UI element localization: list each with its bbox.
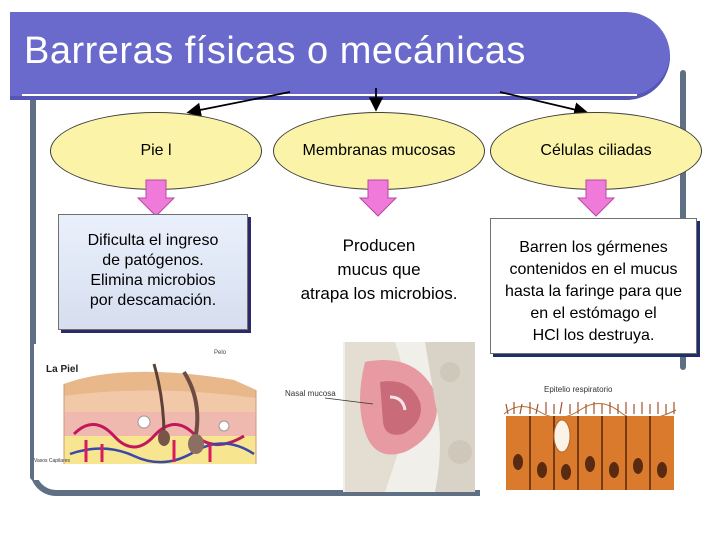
description-celulas: Barren los gérmenes contenidos en el muc…: [490, 218, 697, 354]
skin-label-hair: Pelo: [214, 350, 227, 356]
description-line: Elimina microbios: [90, 272, 216, 289]
skin-label-vessels: Vasos Capilares: [34, 458, 71, 464]
ciliated-epithelium-illustration: Epitelio respiratorio: [500, 380, 680, 492]
title-underline: [22, 94, 637, 96]
slide-frame-bottom: [30, 470, 480, 496]
nasal-mucosa-illustration: Nasal mucosa: [285, 342, 475, 492]
title-bar: [10, 12, 670, 100]
heading-celulas-ciliadas: Células ciliadas: [490, 112, 702, 190]
heading-pie: Pie l: [50, 112, 262, 190]
skin-illustration: La Piel Pelo Vasos Capilares: [34, 344, 266, 480]
description-line: Dificulta el ingreso: [87, 232, 219, 249]
nasal-label: Nasal mucosa: [285, 389, 336, 398]
description-line: atrapa los microbios.: [300, 284, 458, 303]
description-line: HCl los destruya.: [532, 327, 655, 344]
heading-membranas-mucosas: Membranas mucosas: [273, 112, 485, 190]
description-line: hasta la faringe para que: [504, 283, 682, 300]
skin-title: La Piel: [46, 364, 78, 375]
skin-label-vessels-text: Vasos Capilares: [34, 458, 71, 464]
description-pie: Dificulta el ingreso de patógenos. Elimi…: [58, 214, 248, 330]
slide-frame-left: [30, 60, 36, 480]
cilia-title: Epitelio respiratorio: [544, 385, 613, 394]
description-line: contenidos en el mucus: [509, 261, 678, 278]
slide-title: Barreras físicas o mecánicas: [24, 30, 526, 72]
down-arrow-icon: [576, 179, 616, 217]
description-line: Producen: [342, 236, 416, 255]
arrow-to-celulas: [499, 91, 589, 117]
description-line: en el estómago el: [530, 305, 657, 322]
description-line: mucus que: [337, 260, 421, 279]
down-arrow-icon: [358, 179, 398, 217]
description-line: por descamación.: [89, 292, 217, 309]
down-arrow-icon: [136, 179, 176, 217]
description-line: de patógenos.: [102, 252, 204, 269]
description-membranas: Producen mucus que atrapa los microbios.: [276, 226, 482, 318]
description-line: Barren los gérmenes: [519, 239, 668, 256]
arrow-to-pie: [186, 91, 291, 117]
